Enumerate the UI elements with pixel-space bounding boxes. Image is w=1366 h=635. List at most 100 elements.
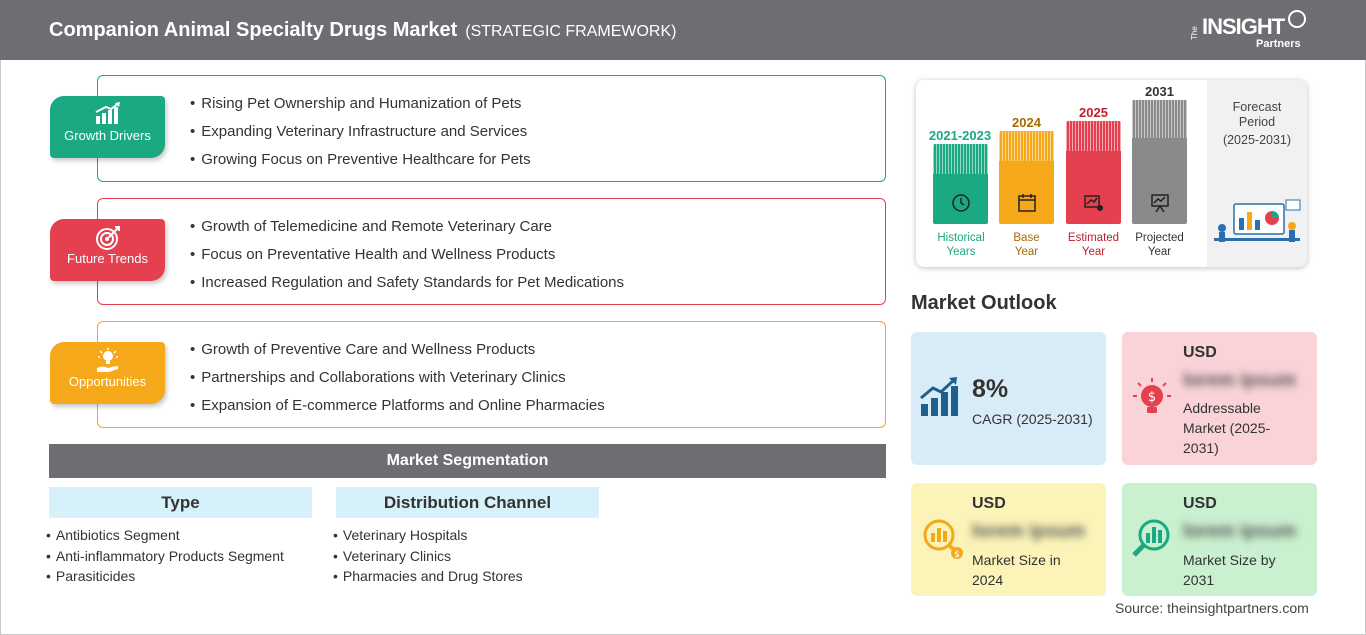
addressable-value-blurred: lorem ipsum	[1183, 370, 1296, 391]
historical-caption: Historical Years	[926, 231, 996, 259]
magnifier-bars-icon	[1132, 519, 1170, 557]
growth-drivers-badge: Growth Drivers	[50, 96, 165, 158]
list-item: Rising Pet Ownership and Humanization of…	[190, 94, 531, 122]
presentation-board-icon	[1151, 194, 1169, 213]
svg-text:$: $	[1148, 390, 1156, 405]
projected-caption-line: Projected	[1135, 232, 1184, 244]
cagr-tile: 8% CAGR (2025-2031)	[911, 332, 1106, 465]
logo-ring-icon	[1288, 10, 1306, 28]
market-outlook-title: Market Outlook	[911, 292, 1057, 314]
historical-caption-line: Historical	[937, 232, 985, 244]
growth-drivers-label: Growth Drivers	[64, 128, 151, 143]
target-icon	[50, 219, 165, 250]
opportunities-box: Growth of Preventive Care and Wellness P…	[97, 321, 886, 428]
future-trends-list: Growth of Telemedicine and Remote Veteri…	[190, 217, 624, 301]
analysts-dashboard-icon	[1214, 199, 1301, 242]
growth-drivers-list: Rising Pet Ownership and Humanization of…	[190, 94, 531, 178]
size-2024-usd: USD	[972, 495, 1006, 512]
market-size-2031-tile: USD lorem ipsum Market Size by 2031	[1122, 483, 1317, 596]
forecast-label-line: Period	[1238, 115, 1276, 129]
calendar-icon	[1018, 194, 1036, 212]
addressable-label-line: 2031)	[1183, 440, 1219, 456]
growth-drivers-box: Rising Pet Ownership and Humanization of…	[97, 75, 886, 182]
list-item: Increased Regulation and Safety Standard…	[190, 273, 624, 301]
source-link[interactable]: Source: theinsightpartners.com	[1115, 600, 1309, 616]
lightbulb-hand-icon	[50, 342, 165, 372]
page-title: Companion Animal Specialty Drugs Market (…	[49, 19, 676, 42]
addressable-usd: USD	[1183, 344, 1217, 361]
base-caption-line: Base	[1013, 232, 1040, 244]
timeline-card: 2021-2023 Historical Years 2024 Base Yea…	[916, 80, 1307, 267]
bar-stripes	[933, 144, 988, 174]
logo-main-text: INSIGHT	[1202, 14, 1285, 39]
addressable-market-tile: USD lorem ipsum $ Addressable Market (20…	[1122, 332, 1317, 465]
projected-year-label: 2031	[1145, 84, 1174, 99]
size-2031-label: Market Size by 2031	[1183, 550, 1276, 590]
segment-channel-list: Veterinary Hospitals Veterinary Clinics …	[333, 525, 523, 587]
list-item: Expanding Veterinary Infrastructure and …	[190, 122, 531, 150]
base-bar	[999, 131, 1054, 224]
lightbulb-dollar-icon: $	[1133, 378, 1171, 413]
opportunities-label: Opportunities	[68, 374, 147, 389]
bar-growth-icon	[50, 96, 165, 126]
opportunities-list: Growth of Preventive Care and Wellness P…	[190, 340, 605, 424]
header-bar: Companion Animal Specialty Drugs Market (…	[0, 0, 1366, 60]
list-item: Partnerships and Collaborations with Vet…	[190, 368, 605, 396]
addressable-label-line: Market (2025-	[1183, 420, 1271, 436]
addressable-label: Addressable Market (2025- 2031)	[1183, 398, 1270, 458]
logo-the-text: The	[1190, 26, 1199, 40]
base-year-label: 2024	[1012, 115, 1041, 130]
logo-partners-text: Partners	[1256, 38, 1301, 50]
svg-text:$: $	[954, 550, 960, 560]
projected-caption-line: Year	[1147, 246, 1172, 258]
estimate-chart-icon	[1084, 195, 1103, 211]
insight-partners-logo: The INSIGHT Partners	[1190, 10, 1310, 54]
base-caption-line: Year	[1014, 246, 1039, 258]
projected-caption: Projected Year	[1127, 231, 1192, 259]
size-2031-value-blurred: lorem ipsum	[1183, 521, 1296, 542]
list-item: Pharmacies and Drug Stores	[333, 566, 523, 587]
growth-chart-icon	[920, 377, 958, 416]
cagr-value: 8%	[972, 375, 1009, 403]
forecast-period: (2025-2031)	[1222, 133, 1292, 147]
future-trends-badge: Future Trends	[50, 219, 165, 281]
segment-channel-heading: Distribution Channel	[336, 487, 599, 518]
size-2024-value-blurred: lorem ipsum	[972, 521, 1085, 542]
size-2031-usd: USD	[1183, 495, 1217, 512]
market-size-2024-tile: USD lorem ipsum $ Market Size in 2024	[911, 483, 1106, 596]
list-item: Growing Focus on Preventive Healthcare f…	[190, 150, 530, 178]
base-caption: Base Year	[994, 231, 1059, 259]
list-item: Growth of Preventive Care and Wellness P…	[190, 340, 605, 368]
list-item: Growth of Telemedicine and Remote Veteri…	[190, 217, 624, 245]
historical-bar	[933, 144, 988, 224]
future-trends-label: Future Trends	[67, 251, 148, 266]
list-item: Expansion of E-commerce Platforms and On…	[190, 396, 605, 424]
estimated-caption-line: Year	[1081, 246, 1106, 258]
size-2024-label-line: Market Size in	[972, 552, 1061, 568]
title-text: Companion Animal Specialty Drugs Market	[49, 19, 458, 41]
magnifier-chart-dollar-icon: $	[923, 519, 963, 560]
bar-stripes	[1066, 121, 1121, 151]
list-item: Focus on Preventative Health and Wellnes…	[190, 245, 624, 273]
opportunities-badge: Opportunities	[50, 342, 165, 404]
forecast-label: Forecast Period	[1207, 100, 1307, 130]
projected-bar	[1132, 100, 1187, 224]
size-2031-label-line: 2031	[1183, 572, 1215, 588]
size-2024-label: Market Size in 2024	[972, 550, 1061, 590]
segment-type-list: Antibiotics Segment Anti-inflammatory Pr…	[46, 525, 284, 587]
market-segmentation-bar: Market Segmentation	[49, 444, 886, 478]
list-item: Anti-inflammatory Products Segment	[46, 546, 284, 567]
list-item: Veterinary Hospitals	[333, 525, 523, 546]
size-2024-label-line: 2024	[972, 572, 1004, 588]
history-clock-icon	[952, 194, 970, 212]
estimated-bar	[1066, 121, 1121, 224]
page-subtitle: (STRATEGIC FRAMEWORK)	[465, 23, 677, 40]
estimated-caption-line: Estimated	[1067, 232, 1120, 244]
addressable-label-line: Addressable	[1183, 400, 1261, 416]
list-item: Parasiticides	[46, 566, 284, 587]
forecast-label-line: Forecast	[1232, 100, 1282, 114]
historical-year-label: 2021-2023	[928, 128, 992, 143]
estimated-caption: Estimated Year	[1061, 231, 1126, 259]
bar-stripes	[999, 131, 1054, 161]
bar-stripes	[1132, 100, 1187, 138]
